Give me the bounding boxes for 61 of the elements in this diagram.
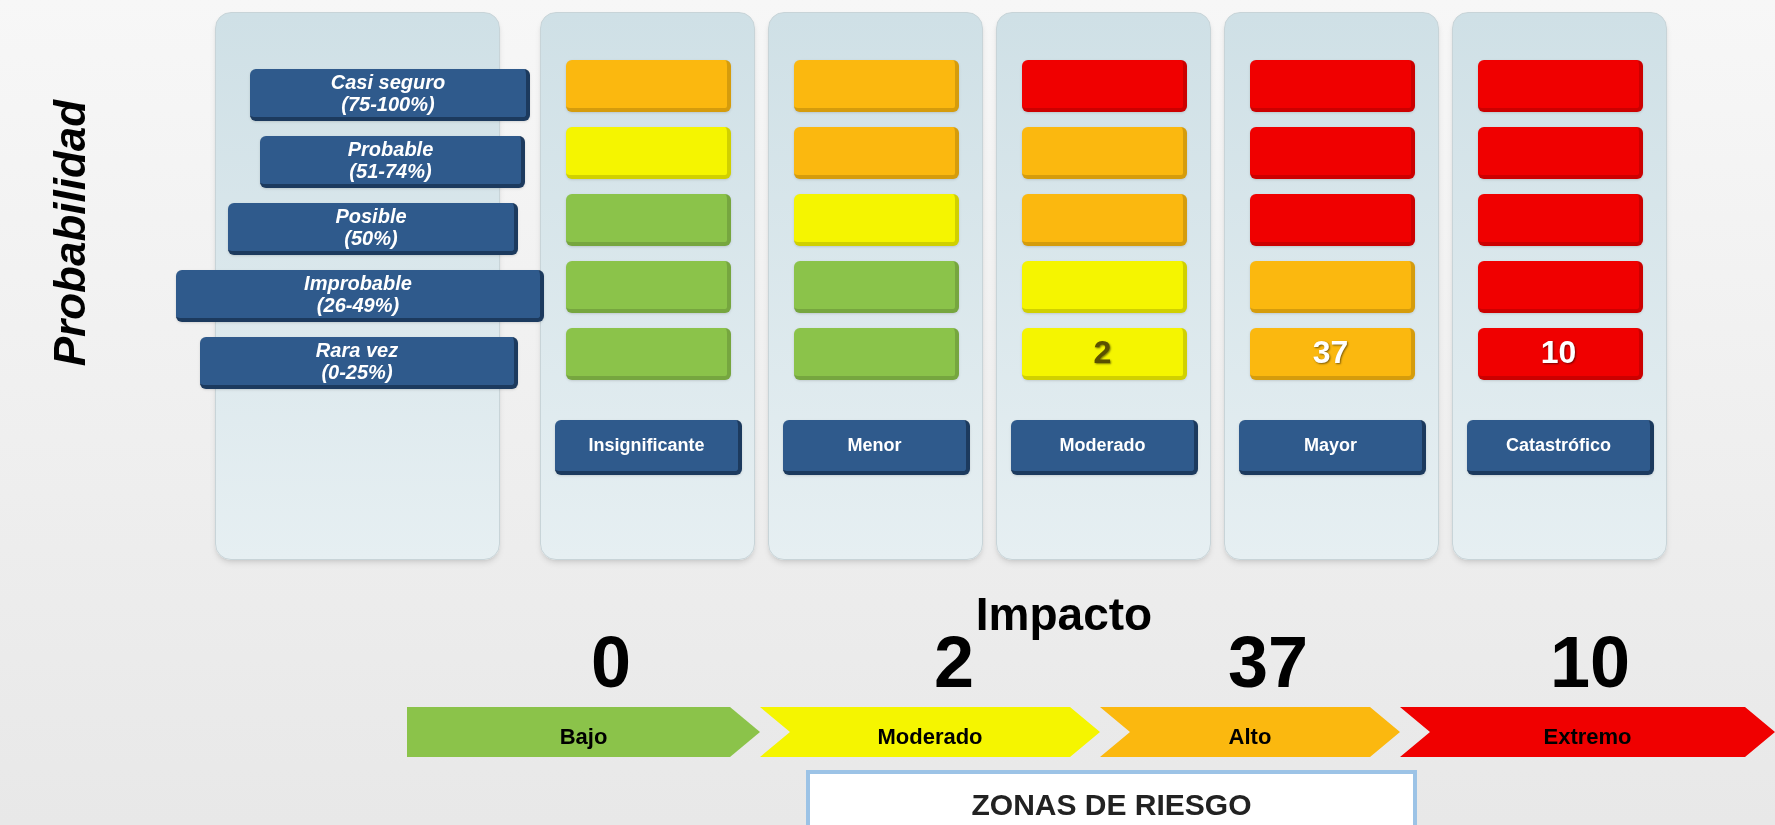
label-text: (51-74%)	[349, 160, 432, 182]
matrix-cell	[1250, 194, 1415, 246]
probability-label	[228, 203, 518, 255]
matrix-cell	[566, 194, 731, 246]
zone-count: 37	[1226, 622, 1310, 702]
matrix-cell	[794, 261, 959, 313]
zone-count: 0	[589, 622, 632, 702]
matrix-cell	[794, 328, 959, 380]
matrix-cell	[1022, 261, 1187, 313]
label-text: Improbable	[304, 272, 412, 294]
zone-count: 2	[932, 622, 975, 702]
zone-count: 10	[1548, 622, 1632, 702]
impact-label: Catastrófico	[1467, 420, 1654, 475]
column-panel	[540, 12, 755, 560]
risk-zone-segment: Extremo	[1400, 707, 1775, 757]
matrix-cell	[566, 328, 731, 380]
label-text: Casi seguro	[330, 71, 446, 93]
matrix-cell	[794, 60, 959, 112]
impact-label: Mayor	[1239, 420, 1426, 475]
risk-zone-segment: Bajo	[407, 707, 760, 757]
column-panel	[996, 12, 1211, 560]
probability-label	[260, 136, 525, 188]
matrix-cell	[566, 127, 731, 179]
matrix-cell	[1022, 127, 1187, 179]
matrix-cell: 37	[1250, 328, 1415, 380]
matrix-cell: 2	[1022, 328, 1187, 380]
matrix-cell	[566, 60, 731, 112]
label-text: (50%)	[344, 227, 398, 249]
matrix-cell	[1250, 60, 1415, 112]
matrix-cell	[794, 127, 959, 179]
label-text: Rara vez	[315, 339, 399, 361]
label-text: (0-25%)	[321, 361, 393, 383]
matrix-cell	[1022, 60, 1187, 112]
zone-title-box: ZONAS DE RIESGO	[806, 770, 1417, 825]
column-panel	[1224, 12, 1439, 560]
impact-label: Menor	[783, 420, 970, 475]
label-text: (26-49%)	[316, 294, 400, 316]
axis-title: Impacto	[974, 587, 1154, 642]
probability-label	[176, 270, 544, 322]
label-text: Probable	[347, 138, 434, 160]
matrix-cell	[1250, 127, 1415, 179]
column-panel	[1452, 12, 1667, 560]
matrix-cell	[1478, 194, 1643, 246]
probability-label	[200, 337, 518, 389]
matrix-cell	[1478, 127, 1643, 179]
label-text: (75-100%)	[341, 93, 435, 115]
impact-label: Moderado	[1011, 420, 1198, 475]
matrix-cell: 10	[1478, 328, 1643, 380]
matrix-cell	[1250, 261, 1415, 313]
matrix-cell	[1478, 261, 1643, 313]
matrix-cell	[566, 261, 731, 313]
risk-zone-segment: Moderado	[760, 707, 1100, 757]
label-text: Posible	[335, 205, 407, 227]
probability-label	[250, 69, 530, 121]
matrix-cell	[1478, 60, 1643, 112]
risk-zone-segment: Alto	[1100, 707, 1400, 757]
matrix-cell	[794, 194, 959, 246]
axis-title: Probabilidad	[44, 98, 95, 369]
impact-label: Insignificante	[555, 420, 742, 475]
column-panel	[768, 12, 983, 560]
matrix-cell	[1022, 194, 1187, 246]
